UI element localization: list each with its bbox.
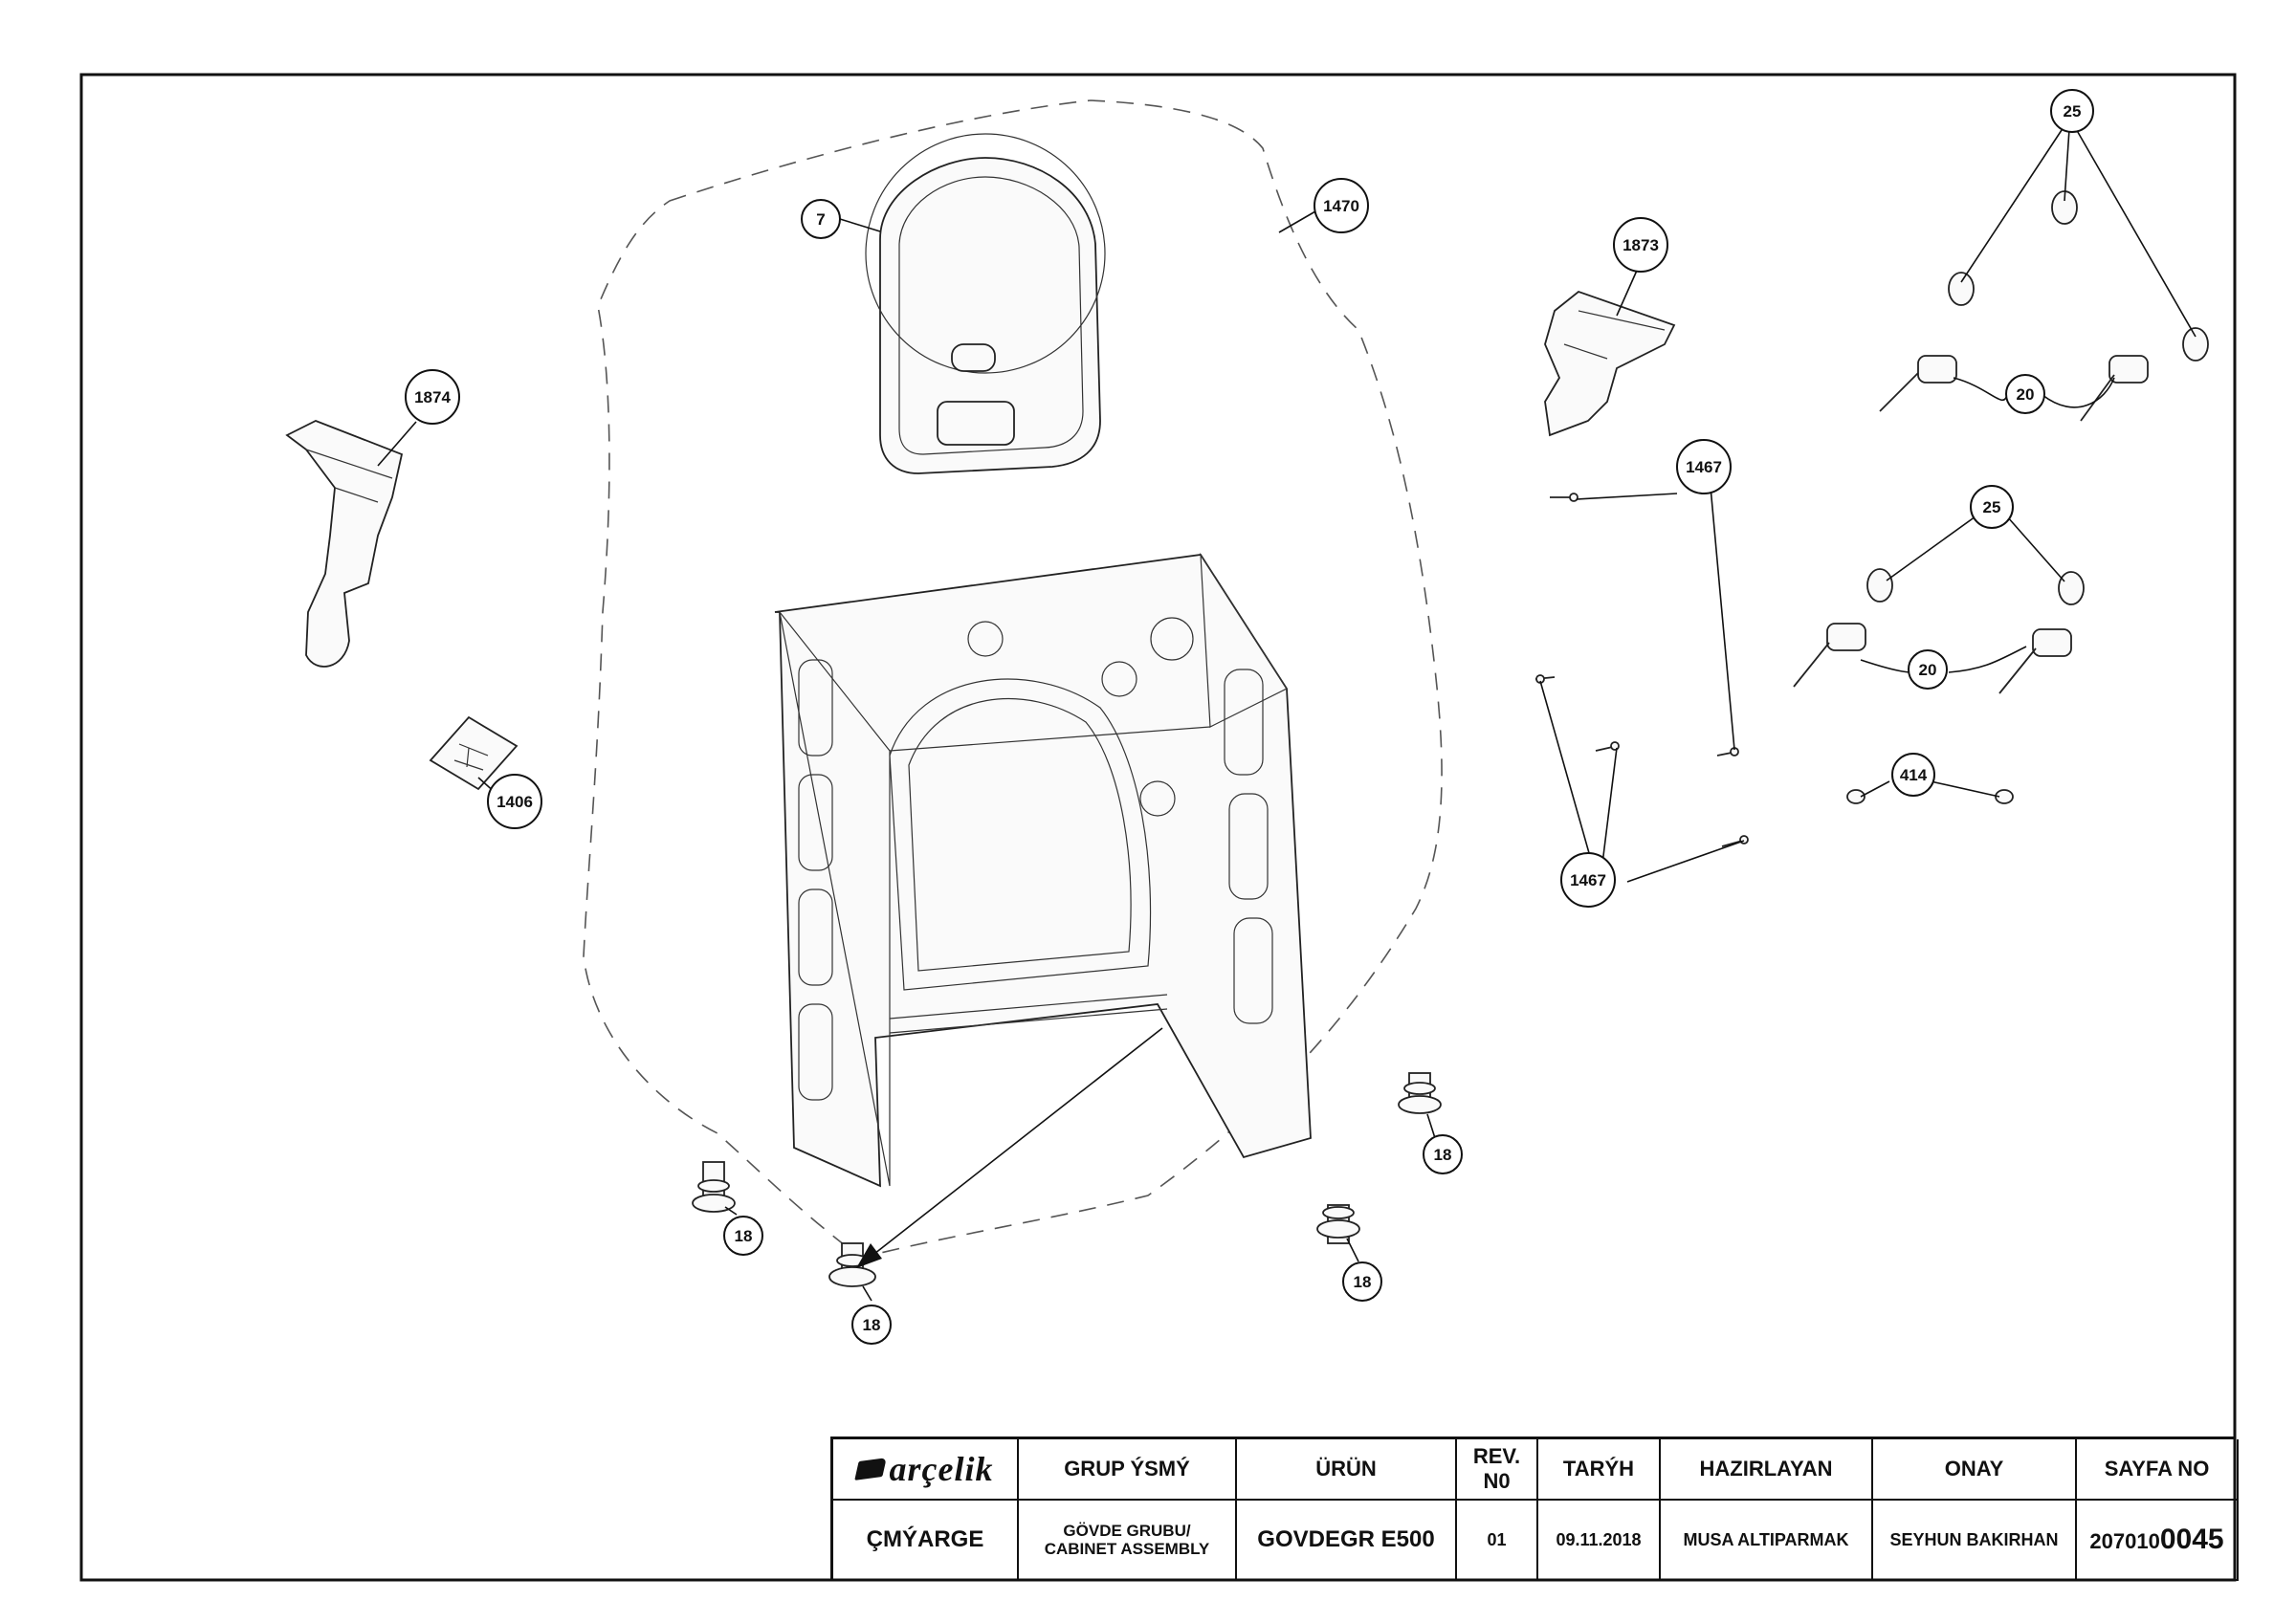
- callout-20-top: 20: [2005, 374, 2045, 414]
- svg-text:20: 20: [1919, 661, 1937, 679]
- header-rev-no-line2: N0: [1483, 1469, 1511, 1493]
- svg-text:18: 18: [1434, 1146, 1452, 1164]
- callout-1874: 1874: [405, 369, 460, 425]
- approval-value: SEYHUN BAKIRHAN: [1872, 1500, 2077, 1581]
- caps-25-middle: [1866, 568, 2085, 605]
- svg-text:7: 7: [816, 210, 825, 229]
- header-prepared-by: HAZIRLAYAN: [1660, 1439, 1873, 1501]
- caps-25-top: [1948, 190, 2209, 362]
- arcelik-logo-icon: [853, 1458, 887, 1480]
- assembly-arrow: [856, 1027, 1163, 1268]
- assembly-boundary-dashed: [583, 99, 1443, 1259]
- rev-no-value: 01: [1456, 1500, 1538, 1581]
- prepared-by-value: MUSA ALTIPARMAK: [1660, 1500, 1873, 1581]
- svg-text:25: 25: [1983, 498, 2001, 516]
- header-page-no: SAYFA NO: [2076, 1439, 2239, 1501]
- svg-text:1873: 1873: [1623, 236, 1659, 254]
- callout-1467-upper: 1467: [1676, 439, 1732, 494]
- callout-18-right-rear: 18: [1423, 1134, 1463, 1174]
- svg-text:18: 18: [1354, 1273, 1372, 1291]
- svg-text:25: 25: [2064, 102, 2082, 121]
- company-name: ÇMÝARGE: [833, 1500, 1019, 1581]
- callout-1873: 1873: [1613, 217, 1668, 273]
- callout-7: 7: [801, 199, 841, 239]
- clips-414: [1846, 789, 2014, 804]
- svg-text:1467: 1467: [1686, 458, 1722, 476]
- bolts-20-top: [1879, 355, 2149, 422]
- screws-1467: [1534, 493, 1749, 847]
- title-block: arçelik GRUP ÝSMÝ ÜRÜN REV. N0 TARÝH HAZ…: [830, 1437, 2239, 1581]
- group-name-line1: GÖVDE GRUBU/: [1063, 1522, 1191, 1540]
- header-rev-no: REV. N0: [1456, 1439, 1538, 1501]
- svg-text:1874: 1874: [414, 388, 451, 406]
- svg-text:18: 18: [863, 1316, 881, 1334]
- group-name-value: GÖVDE GRUBU/ CABINET ASSEMBLY: [1018, 1500, 1237, 1581]
- callout-25-middle: 25: [1970, 485, 2014, 529]
- svg-text:20: 20: [2017, 385, 2035, 404]
- svg-text:1406: 1406: [497, 793, 533, 811]
- callout-1470: 1470: [1314, 178, 1369, 233]
- date-value: 09.11.2018: [1537, 1500, 1661, 1581]
- bolts-20-middle: [1793, 623, 2072, 694]
- header-approval: ONAY: [1872, 1439, 2077, 1501]
- part-1874-bracket: [285, 420, 404, 668]
- feet-18: [692, 1072, 1442, 1287]
- callout-18-right-front: 18: [1342, 1261, 1382, 1302]
- header-date: TARÝH: [1537, 1439, 1661, 1501]
- svg-text:18: 18: [735, 1227, 753, 1245]
- part-1873-bracket: [1544, 290, 1676, 437]
- svg-text:1470: 1470: [1323, 197, 1359, 215]
- callout-1467-lower: 1467: [1560, 852, 1616, 908]
- part-7-cover: [865, 133, 1106, 474]
- group-name-line2: CABINET ASSEMBLY: [1044, 1540, 1210, 1558]
- header-group-name: GRUP ÝSMÝ: [1018, 1439, 1237, 1501]
- cabinet-body: [774, 552, 1312, 1188]
- header-product: ÜRÜN: [1236, 1439, 1457, 1501]
- callout-20-middle: 20: [1908, 649, 1948, 690]
- page-no-prefix: 207010: [2089, 1529, 2160, 1553]
- callout-18-left: 18: [723, 1216, 763, 1256]
- logo-text: arçelik: [889, 1450, 994, 1488]
- page-no-value: 2070100045: [2076, 1500, 2239, 1581]
- page-no-suffix: 0045: [2159, 1524, 2224, 1555]
- callout-18-front: 18: [851, 1305, 892, 1345]
- callout-25-top: 25: [2050, 89, 2094, 133]
- company-logo: arçelik: [833, 1439, 1019, 1501]
- svg-text:414: 414: [1900, 766, 1928, 784]
- part-1406-label: [429, 715, 519, 791]
- callout-414: 414: [1891, 753, 1935, 797]
- drawing-border: [79, 73, 2237, 1582]
- callout-1406: 1406: [487, 774, 542, 829]
- product-value: GOVDEGR E500: [1236, 1500, 1457, 1581]
- title-block-table: arçelik GRUP ÝSMÝ ÜRÜN REV. N0 TARÝH HAZ…: [833, 1439, 2239, 1581]
- svg-text:1467: 1467: [1570, 871, 1606, 889]
- header-rev-no-line1: REV.: [1472, 1444, 1521, 1468]
